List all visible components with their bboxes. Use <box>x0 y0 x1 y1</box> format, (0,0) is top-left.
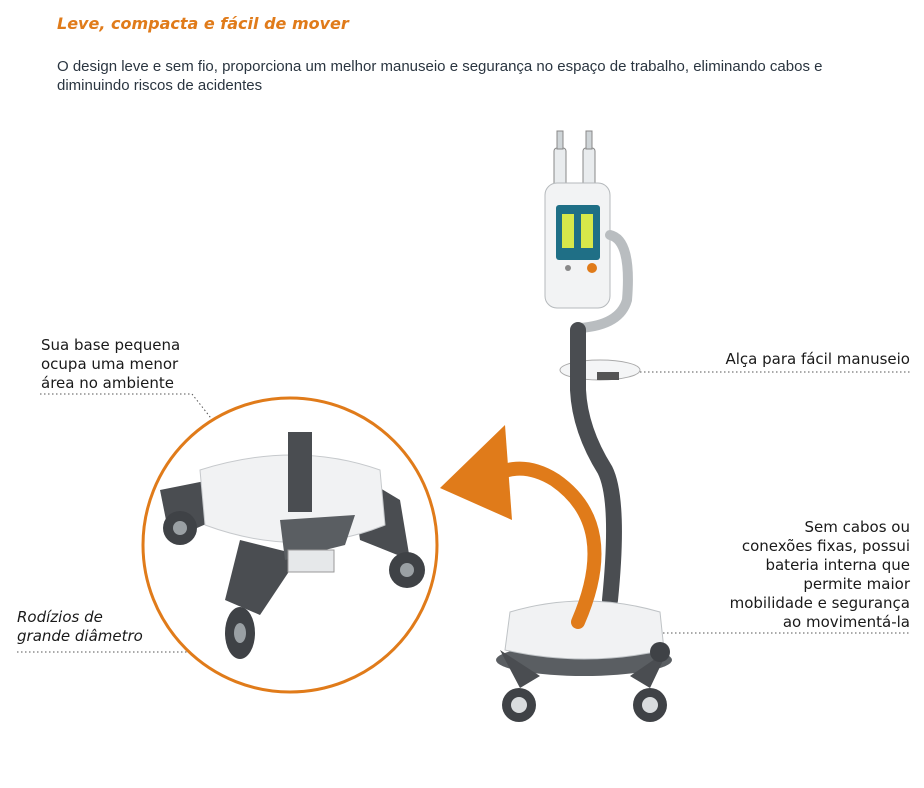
callout-wireless-line: mobilidade e segurança <box>729 594 910 612</box>
callout-wireless-line: permite maior <box>803 575 910 593</box>
callout-wireless-line: bateria interna que <box>765 556 910 574</box>
callout-base: Sua base pequena ocupa uma menor área no… <box>41 336 180 393</box>
cart-device-illustration <box>496 130 672 722</box>
callout-handle: Alça para fácil manuseio <box>725 350 910 369</box>
page-title: Leve, compacta e fácil de mover <box>57 14 349 33</box>
curved-arrow-icon <box>440 425 602 629</box>
callout-wireless: Sem cabos ou conexões fixas, possui bate… <box>730 518 910 632</box>
callout-wheels-line: grande diâmetro <box>17 627 143 645</box>
callout-wireless-line: conexões fixas, possui <box>741 537 910 555</box>
callout-base-line: área no ambiente <box>41 374 175 392</box>
callout-handle-line: Alça para fácil manuseio <box>725 350 910 368</box>
callout-wheels: Rodízios de grande diâmetro <box>17 608 143 646</box>
callout-base-line: Sua base pequena <box>41 336 181 354</box>
callout-wireless-line: Sem cabos ou <box>804 518 910 536</box>
callout-base-line: ocupa uma menor <box>41 355 179 373</box>
callout-wheels-line: Rodízios de <box>17 608 103 626</box>
callout-wireless-line: ao movimentá-la <box>782 613 910 631</box>
zoom-circle-detail <box>141 396 439 694</box>
page-description: O design leve e sem fio, proporciona um … <box>57 58 823 94</box>
